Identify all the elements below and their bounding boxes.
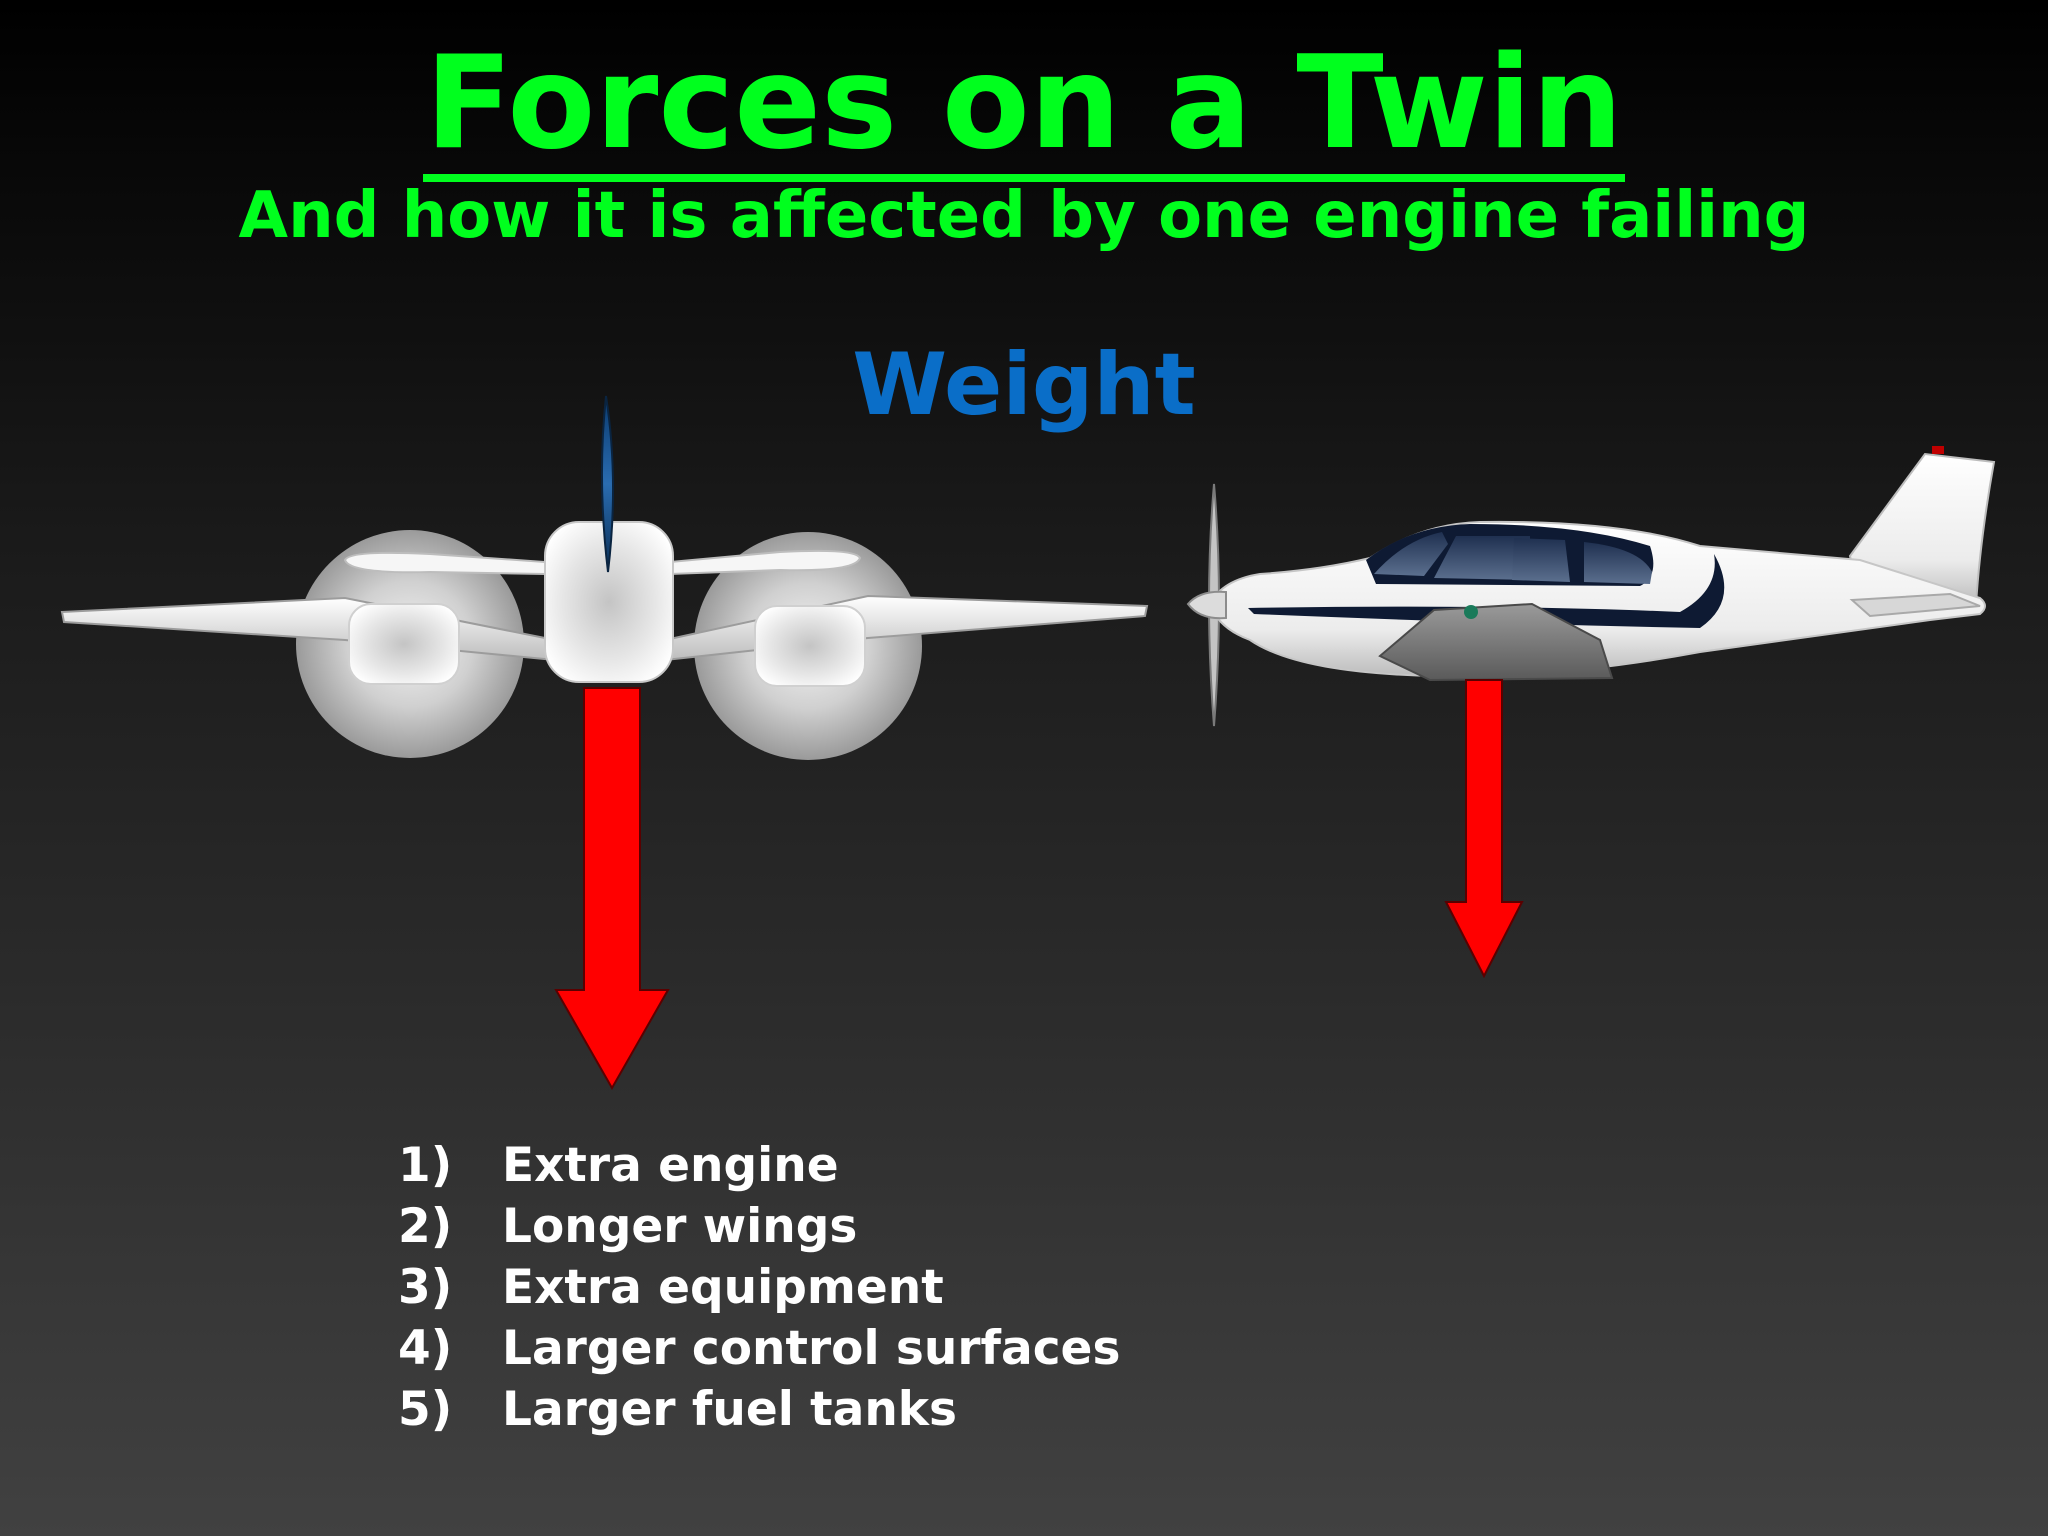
list-item: 5) Larger fuel tanks [398,1379,1120,1440]
list-item-text: Extra equipment [502,1260,944,1315]
beacon-light [1932,446,1944,454]
window-2 [1512,538,1570,582]
list-item-number: 1) [398,1138,453,1193]
list-item: 1) Extra engine [398,1135,1120,1196]
list-item-number: 4) [398,1321,453,1376]
fuel-cap [1464,605,1478,619]
list-item: 3) Extra equipment [398,1257,1120,1318]
list-item-text: Larger control surfaces [502,1321,1121,1376]
force-label-weight: Weight [852,335,1196,435]
list-item: 4) Larger control surfaces [398,1318,1120,1379]
vertical-stabilizer [600,395,615,573]
weight-arrow-side-view [1444,679,1524,979]
weight-arrow-front-view [554,687,670,1091]
page-subtitle: And how it is affected by one engine fai… [238,179,1810,253]
weight-factors-list: 1) Extra engine 2) Longer wings 3) Extra eq… [398,1135,1120,1440]
twin-airplane-front-view-icon [60,395,1149,1091]
title-wrapper: Forces on a Twin [0,40,2048,182]
spinner [1186,590,1227,620]
window-1 [1434,536,1530,580]
airplane-side-view-icon [1186,446,1996,979]
side-horizontal-stabilizer [1849,592,1981,618]
left-horizontal-stabilizer [343,551,546,576]
right-engine-nacelle [754,605,866,687]
list-item-number: 3) [398,1260,453,1315]
list-item: 2) Longer wings [398,1196,1120,1257]
list-item-text: Extra engine [502,1138,839,1193]
list-item-text: Larger fuel tanks [502,1382,958,1437]
window-3 [1584,542,1652,584]
list-item-number: 2) [398,1199,453,1254]
list-item-text: Longer wings [502,1199,858,1254]
fuselage-stripe [1248,554,1725,628]
page-title: Forces on a Twin [423,40,1625,182]
left-engine-nacelle [348,603,460,685]
side-wing [1378,602,1614,682]
windshield [1374,532,1448,576]
list-item-number: 5) [398,1382,453,1437]
